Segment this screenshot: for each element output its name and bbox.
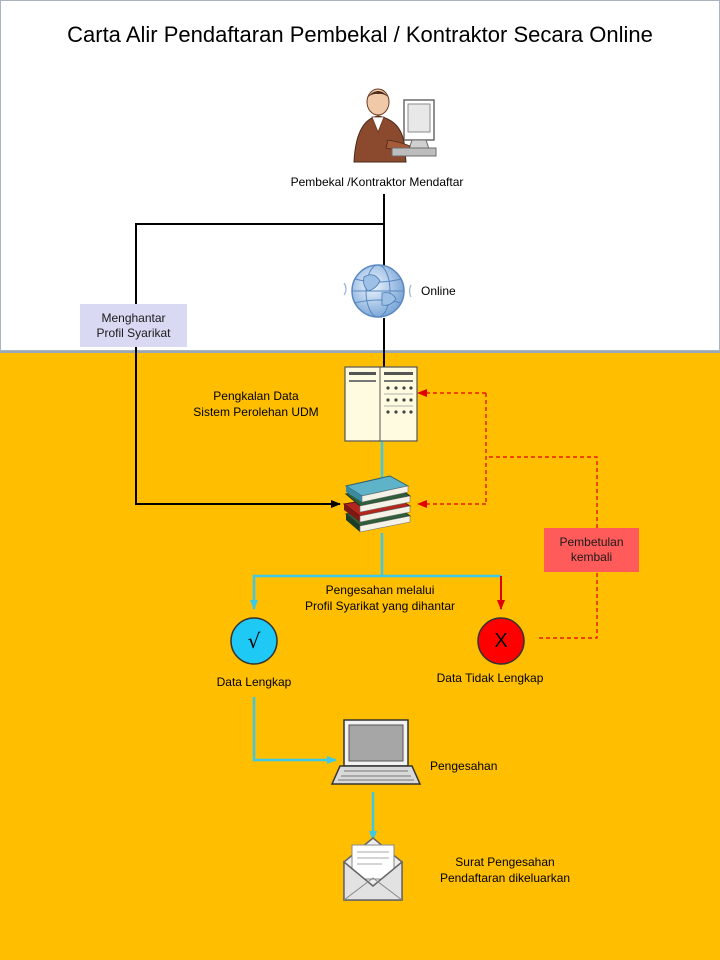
correction-line-2: kembali — [570, 550, 613, 564]
database-label-line-1: Pengkalan Data — [213, 389, 299, 403]
letter-line-1: Surat Pengesahan — [455, 855, 555, 869]
database-label-line-2: Sistem Perolehan UDM — [193, 405, 319, 419]
send-profile-box: Menghantar Profil Syarikat — [80, 304, 187, 347]
correction-box: Pembetulan kembali — [544, 528, 639, 572]
connector-books-to-validation — [250, 533, 505, 610]
person-computer-icon — [353, 88, 437, 163]
data-complete-label: Data Lengkap — [216, 675, 292, 689]
connector-send-profile — [135, 223, 384, 508]
envelope-letter-icon — [343, 837, 403, 901]
approval-label: Pengesahan — [430, 759, 498, 773]
send-profile-line-2: Profil Syarikat — [96, 325, 171, 340]
validation-label: Pengesahan melalui Profil Syarikat yang … — [282, 582, 478, 614]
database-server-icon — [344, 366, 418, 442]
validation-line-2: Profil Syarikat yang dihantar — [304, 599, 456, 613]
data-incomplete-circle — [477, 617, 525, 665]
x-mark-icon: X — [494, 630, 508, 652]
validation-line-1: Pengesahan melalui — [325, 583, 435, 597]
supplier-label: Pembekal /Kontraktor Mendaftar — [290, 175, 464, 189]
globe-icon — [343, 264, 412, 318]
connector-complete-to-approval — [252, 697, 337, 764]
page-title: Carta Alir Pendaftaran Pembekal / Kontra… — [67, 22, 653, 47]
check-mark-icon: √ — [247, 629, 261, 653]
data-incomplete-label: Data Tidak Lengkap — [436, 671, 544, 685]
letter-label: Surat Pengesahan Pendaftaran dikeluarkan — [420, 854, 590, 886]
data-complete-circle — [230, 617, 278, 665]
database-label: Pengkalan Data Sistem Perolehan UDM — [176, 388, 336, 420]
online-label: Online — [421, 284, 456, 298]
books-stack-icon — [342, 475, 412, 533]
letter-line-2: Pendaftaran dikeluarkan — [439, 871, 571, 885]
laptop-icon — [330, 719, 422, 785]
correction-line-1: Pembetulan — [559, 535, 624, 549]
send-profile-line-1: Menghantar — [101, 310, 166, 325]
